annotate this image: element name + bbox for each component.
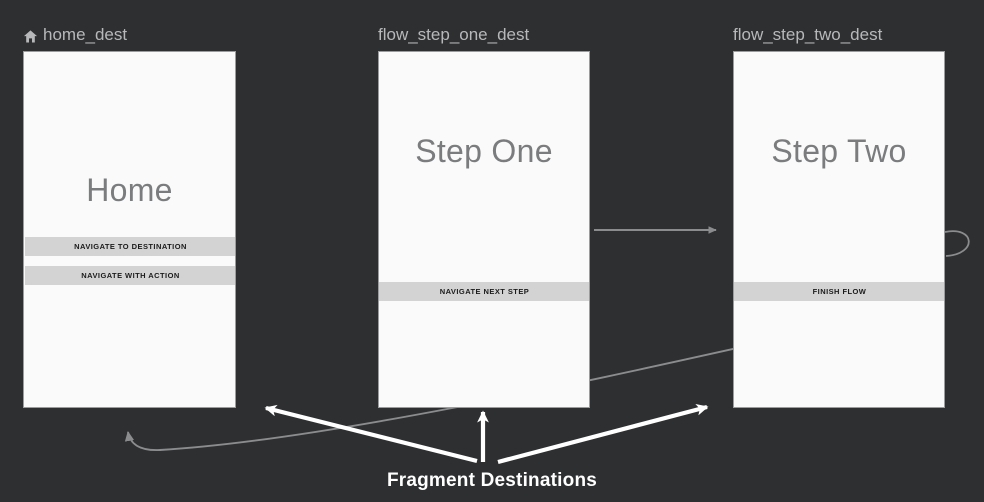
- button-navigate-next-step[interactable]: NAVIGATE NEXT STEP: [379, 282, 589, 301]
- destination-label-flow-step-two-dest: flow_step_two_dest: [733, 24, 882, 46]
- annotation-arrow-step-two-dest: [497, 403, 709, 465]
- screen-preview-home[interactable]: Home NAVIGATE TO DESTINATION NAVIGATE WI…: [23, 51, 236, 408]
- destination-label-text: flow_step_two_dest: [733, 25, 883, 44]
- screen-preview-step-two[interactable]: Step Two FINISH FLOW: [733, 51, 945, 408]
- screen-preview-step-one[interactable]: Step One NAVIGATE NEXT STEP: [378, 51, 590, 408]
- annotation-arrow-home-dest: [264, 404, 478, 464]
- button-finish-flow[interactable]: FINISH FLOW: [734, 282, 944, 301]
- destination-label-text: flow_step_one_dest: [378, 25, 530, 44]
- destination-label-flow-step-one-dest: flow_step_one_dest: [378, 24, 529, 46]
- screen-title-step-two: Step Two: [771, 133, 907, 169]
- destination-label-text: home_dest: [43, 25, 128, 44]
- edge-step-two-self-loop[interactable]: [944, 230, 970, 257]
- screen-title-step-one: Step One: [415, 133, 553, 169]
- destination-home-dest[interactable]: home_dest Home NAVIGATE TO DESTINATION N…: [23, 25, 236, 408]
- home-icon: [23, 29, 38, 44]
- annotation-caption: Fragment Destinations: [386, 470, 598, 491]
- button-navigate-to-destination[interactable]: NAVIGATE TO DESTINATION: [25, 237, 235, 256]
- button-navigate-with-action[interactable]: NAVIGATE WITH ACTION: [25, 266, 235, 285]
- destination-flow-step-one-dest[interactable]: flow_step_one_dest Step One NAVIGATE NEX…: [378, 25, 590, 408]
- destination-label-home-dest: home_dest: [23, 24, 127, 46]
- screen-title-home: Home: [86, 172, 173, 208]
- destination-flow-step-two-dest[interactable]: flow_step_two_dest Step Two FINISH FLOW: [733, 25, 945, 408]
